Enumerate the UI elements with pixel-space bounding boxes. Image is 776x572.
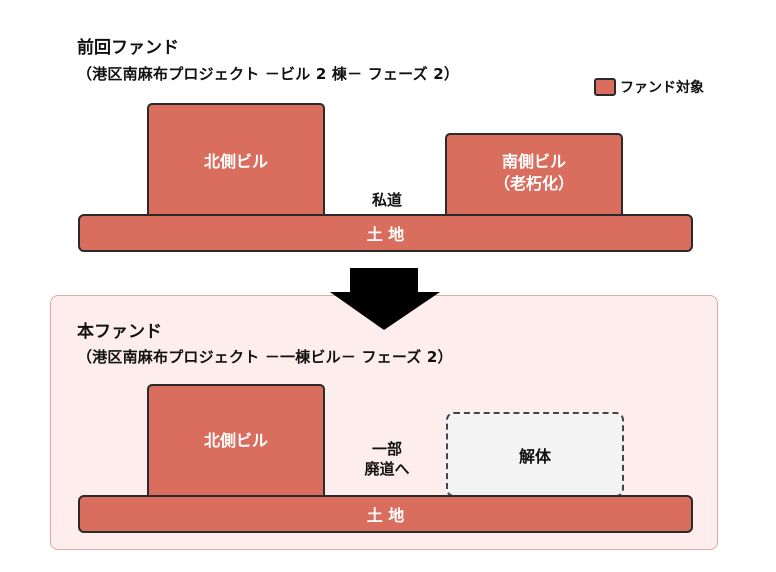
south-building: 南側ビル （老朽化）	[445, 133, 623, 221]
land-previous: 土 地	[78, 214, 693, 252]
land-previous-label: 土 地	[366, 225, 405, 244]
private-road-label: 私道	[371, 191, 402, 209]
road-line1: 一部	[371, 440, 402, 458]
previous-fund-title: 前回ファンド	[77, 38, 179, 58]
previous-fund-subtitle: （港区南麻布プロジェクト －ビル 2 棟－ フェーズ 2）	[77, 65, 460, 83]
demolished-area: 解体	[446, 412, 624, 497]
north-building-previous: 北側ビル	[147, 103, 325, 221]
partial-abolish-road-label: 一部 廃道へ	[348, 439, 426, 479]
legend: ファンド対象	[594, 77, 704, 97]
demolished-label: 解体	[518, 446, 551, 466]
current-fund-title: 本ファンド	[77, 322, 162, 342]
south-building-note: （老朽化）	[493, 174, 574, 193]
current-fund-subtitle: （港区南麻布プロジェクト －一棟ビル－ フェーズ 2）	[77, 348, 453, 366]
land-current-label: 土 地	[366, 506, 405, 525]
north-building-current: 北側ビル	[147, 384, 325, 502]
down-arrow-icon	[330, 268, 440, 330]
north-building-label: 北側ビル	[203, 152, 268, 171]
road-line2: 廃道へ	[364, 460, 410, 478]
legend-swatch	[594, 78, 616, 96]
legend-label: ファンド対象	[620, 80, 704, 96]
south-building-label: 南側ビル	[501, 152, 566, 171]
land-current: 土 地	[78, 495, 693, 533]
north-building-current-label: 北側ビル	[203, 431, 268, 450]
